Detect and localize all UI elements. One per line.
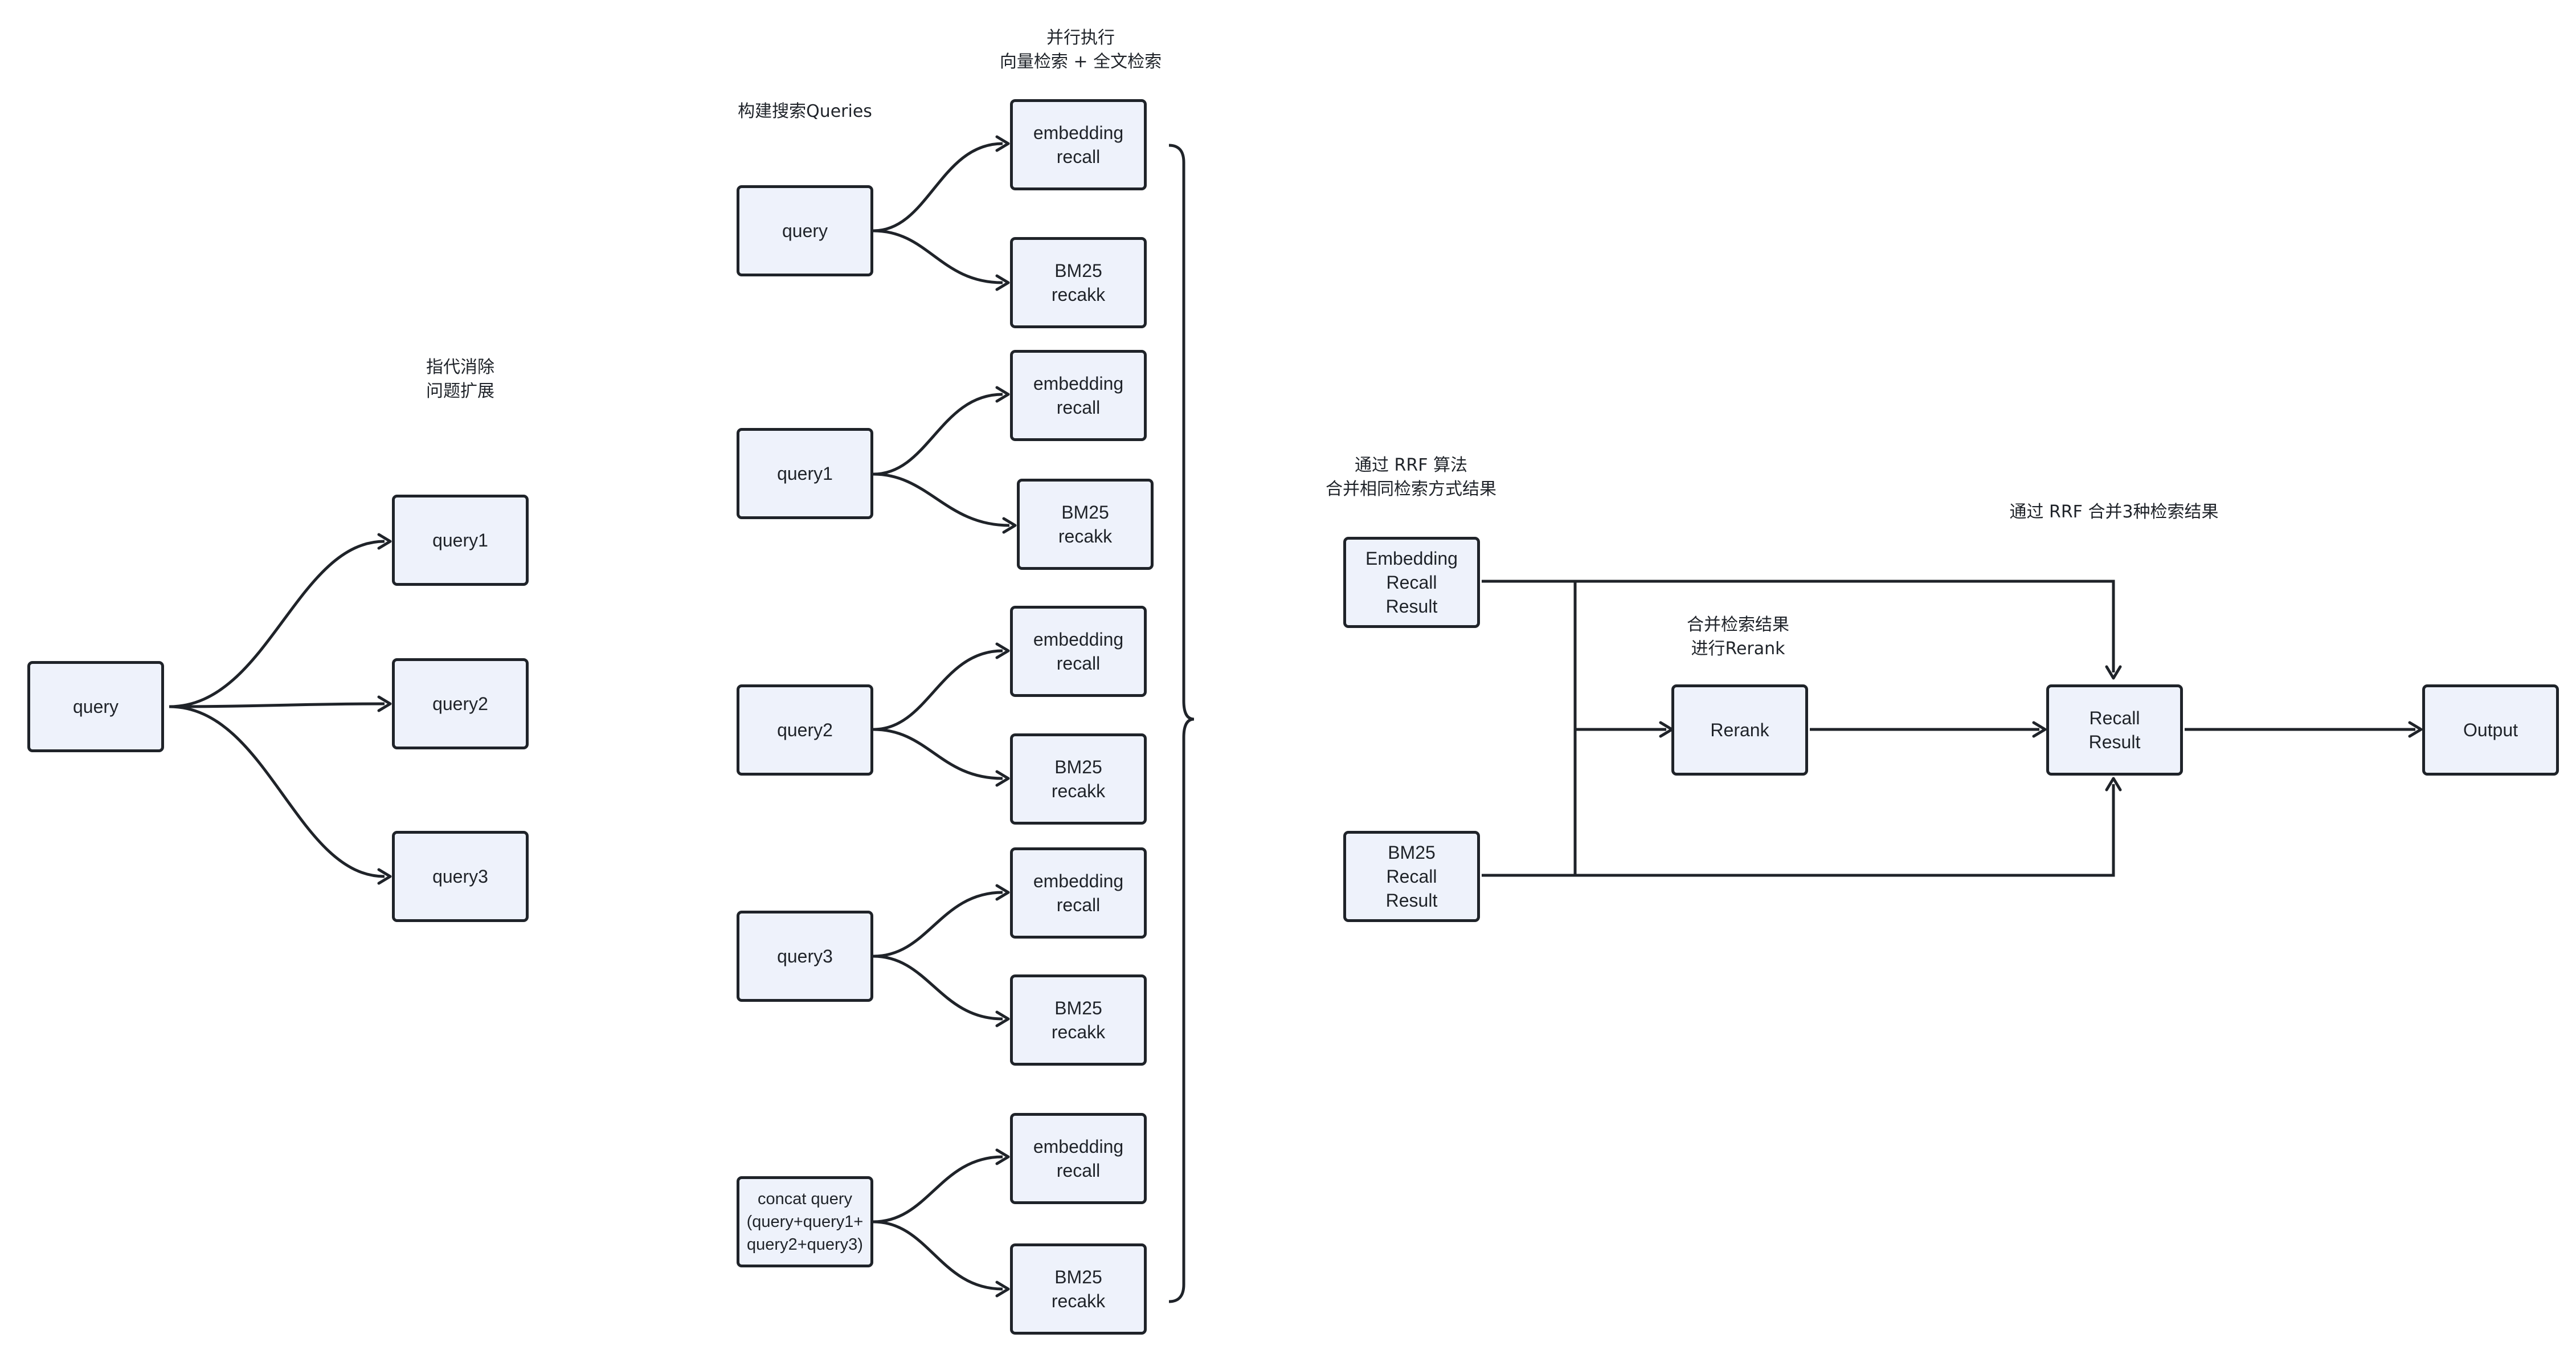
label-rrf-three: 通过 RRF 合并3种检索结果 <box>2009 502 2219 522</box>
node-g3-embedding[interactable]: embedding recall <box>1010 606 1147 697</box>
node-g1-embedding[interactable]: embedding recall <box>1010 99 1147 190</box>
node-bm25-recall-result[interactable]: BM25 Recall Result <box>1343 831 1480 922</box>
edge-g5-bm25 <box>873 1220 1003 1291</box>
node-g3-query[interactable]: query2 <box>737 684 873 776</box>
node-query3[interactable]: query3 <box>392 831 529 922</box>
node-g2-bm25[interactable]: BM25 recakk <box>1017 479 1154 570</box>
node-g2-embedding[interactable]: embedding recall <box>1010 350 1147 441</box>
node-g5-concat-query[interactable]: concat query (query+query1+ query2+query… <box>737 1176 873 1267</box>
node-rerank[interactable]: Rerank <box>1671 684 1808 776</box>
node-g1-bm25[interactable]: BM25 recakk <box>1010 237 1147 328</box>
edge-query-to-query3 <box>169 705 385 878</box>
node-g5-bm25[interactable]: BM25 recakk <box>1010 1243 1147 1335</box>
edge-g5-embedding <box>873 1155 1003 1224</box>
node-g1-query[interactable]: query <box>737 185 873 276</box>
node-g4-embedding[interactable]: embedding recall <box>1010 847 1147 939</box>
edge-g3-embedding <box>873 649 1003 731</box>
node-query[interactable]: query <box>27 661 164 752</box>
node-embedding-recall-result[interactable]: Embedding Recall Result <box>1343 537 1480 628</box>
node-query1[interactable]: query1 <box>392 495 529 586</box>
curly-brace <box>1168 144 1195 1303</box>
node-recall-result[interactable]: Recall Result <box>2046 684 2183 776</box>
edge-query-to-query2 <box>169 702 385 708</box>
edge-bm25-to-recall <box>1482 784 2115 877</box>
label-rrf-same: 通过 RRF 算法 合并相同检索方式结果 <box>1326 455 1496 499</box>
label-coref-expand: 指代消除 问题扩展 <box>426 357 494 401</box>
node-g5-embedding[interactable]: embedding recall <box>1010 1113 1147 1204</box>
edge-g3-bm25 <box>873 728 1003 780</box>
edge-g4-embedding <box>873 891 1003 958</box>
label-merge-rerank: 合并检索结果 进行Rerank <box>1687 615 1789 659</box>
edge-g2-bm25 <box>873 472 1010 527</box>
edge-g2-embedding <box>873 393 1003 476</box>
label-build-queries: 构建搜索Queries <box>738 101 872 121</box>
edge-g1-bm25 <box>873 229 1003 284</box>
edge-embedding-to-recall <box>1482 580 2115 672</box>
node-g3-bm25[interactable]: BM25 recakk <box>1010 733 1147 825</box>
node-query2[interactable]: query2 <box>392 658 529 749</box>
node-g4-query[interactable]: query3 <box>737 911 873 1002</box>
node-g2-query[interactable]: query1 <box>737 428 873 519</box>
node-g4-bm25[interactable]: BM25 recakk <box>1010 974 1147 1066</box>
edge-g1-embedding <box>873 142 1003 233</box>
node-output[interactable]: Output <box>2422 684 2559 776</box>
edge-g4-bm25 <box>873 955 1003 1021</box>
label-parallel-exec: 并行执行 向量检索 + 全文检索 <box>999 28 1162 72</box>
edge-query-to-query1 <box>169 540 385 708</box>
